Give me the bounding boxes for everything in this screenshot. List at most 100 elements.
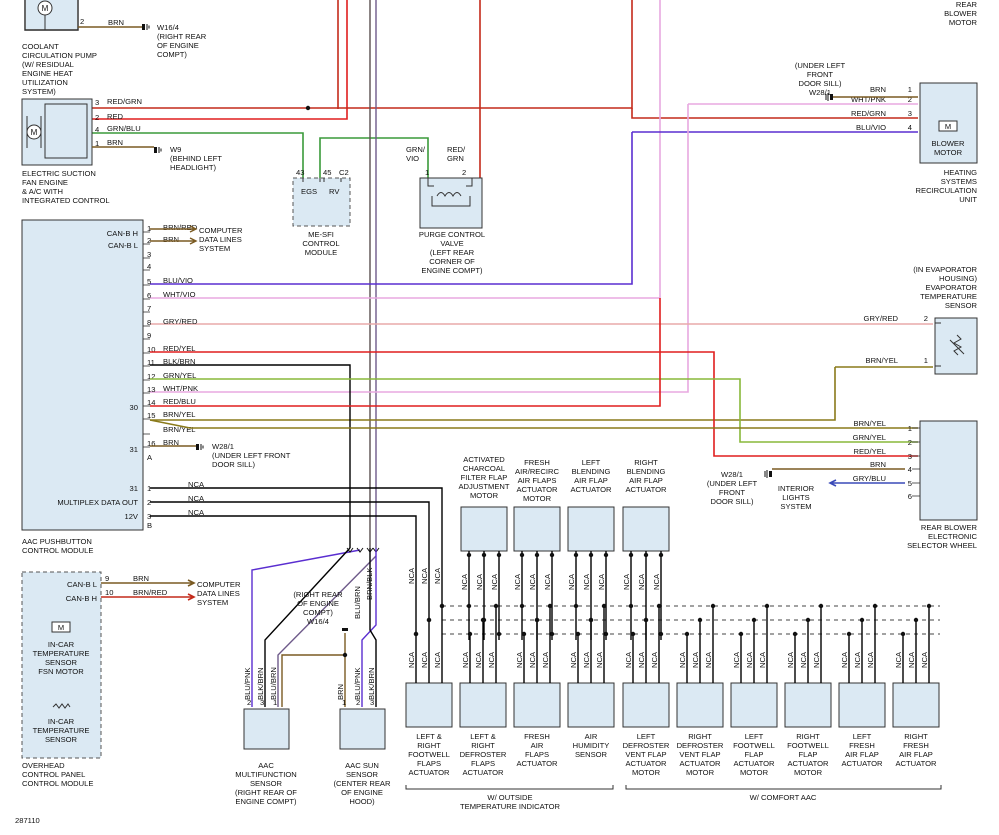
solenoid-icon: [436, 192, 462, 198]
text-line: RIGHT: [796, 732, 820, 741]
text-line: W28/1: [809, 88, 831, 97]
splice-dot: [643, 552, 649, 558]
nca-label: NCA: [624, 651, 633, 668]
connector-c2: C2: [339, 168, 349, 177]
text-line: RECIRCULATION: [916, 186, 977, 195]
text-line: ELECTRIC SUCTION: [22, 169, 96, 178]
splice-dot: [818, 603, 824, 609]
text-line: SENSOR: [45, 735, 78, 744]
splice-dot: [872, 603, 878, 609]
text-line: REAR: [956, 0, 978, 9]
wire: [251, 549, 361, 707]
ground-icon: [342, 628, 348, 631]
wire-runs: [92, 0, 918, 548]
pin-31: 31: [130, 484, 138, 493]
wire-label: BRN/RED: [163, 223, 198, 232]
wire-label: BLK/BRN: [163, 357, 196, 366]
aac-pin: 7: [147, 304, 151, 313]
text-line: COMPUTER: [199, 226, 243, 235]
text-line: (UNDER LEFT: [707, 479, 758, 488]
aac-pin-b: 2: [147, 498, 151, 507]
text-line: AIR FLAPS: [518, 476, 557, 485]
text-line: W9: [170, 145, 181, 154]
wire-label: BRN/YEL: [163, 425, 196, 434]
wire-label: NCA: [188, 480, 205, 489]
wire-label: BRN: [163, 235, 179, 244]
text-line: AAC SUN: [345, 761, 379, 770]
splice-dot: [710, 603, 716, 609]
nca-label: NCA: [513, 573, 522, 590]
text-line: (CENTER REAR: [334, 779, 391, 788]
text-line: OF ENGINE: [341, 788, 383, 797]
wire: [92, 0, 348, 120]
text-line: INTERIOR: [778, 484, 815, 493]
rear-pin: 1: [908, 424, 912, 433]
text-line: (RIGHT REAR: [157, 32, 207, 41]
wire-label: WHT/PNK: [851, 95, 886, 104]
splice-dot: [588, 617, 594, 623]
text-line: W/ COMFORT AAC: [750, 793, 817, 802]
text-line: ACTIVATED: [463, 455, 505, 464]
text-line: SYSTEM): [22, 87, 56, 96]
wire: [281, 654, 346, 707]
wire-label: RED/GRN: [851, 109, 886, 118]
overhead-pin: 9: [105, 574, 109, 583]
evap-pin: 1: [924, 356, 928, 365]
text-line: LEFT: [582, 458, 601, 467]
wire: [150, 298, 661, 407]
wire: [631, 108, 918, 119]
nca-label: NCA: [433, 567, 442, 584]
nca-label: NCA: [799, 651, 808, 668]
pin-30: 30: [130, 403, 138, 412]
text-line: DEFROSTER: [677, 741, 724, 750]
text-line: MOTOR: [686, 768, 715, 777]
text-line: W28/1: [721, 470, 743, 479]
text-line: AIR: [585, 732, 598, 741]
splice-dot: [519, 603, 525, 609]
ground-icon: [825, 93, 833, 101]
text-line: FRONT: [807, 70, 834, 79]
text-line: MOTOR: [470, 491, 499, 500]
nca-label: NCA: [490, 573, 499, 590]
wire-label: BLK/BRN: [367, 668, 376, 701]
wire: [150, 0, 661, 299]
text-line: MOTOR: [794, 768, 823, 777]
splice-dot: [496, 631, 502, 637]
splice-dot: [656, 603, 662, 609]
nca-label: NCA: [678, 651, 687, 668]
text-line: FRONT: [719, 488, 746, 497]
text-line: (RIGHT REAR OF: [235, 788, 297, 797]
splice-dot: [493, 603, 499, 609]
text-line: BLOWER: [932, 139, 965, 148]
wire: [150, 104, 689, 393]
pin-1: 1: [425, 168, 429, 177]
pump-pin-2: 2: [80, 17, 84, 26]
wire: [264, 547, 351, 707]
wire: [150, 515, 417, 634]
text-line: MOTOR: [632, 768, 661, 777]
text-line: OF ENGINE: [297, 599, 339, 608]
text-line: BLOWER: [944, 9, 977, 18]
splice-dot: [697, 617, 703, 623]
wire-label: BRN: [870, 85, 886, 94]
text-line: CONTROL MODULE: [22, 779, 93, 788]
wire: [828, 479, 905, 487]
blower-pin: 2: [908, 95, 912, 104]
nca-label: NCA: [541, 651, 550, 668]
can-b-l-label: CAN-B L: [108, 241, 138, 250]
